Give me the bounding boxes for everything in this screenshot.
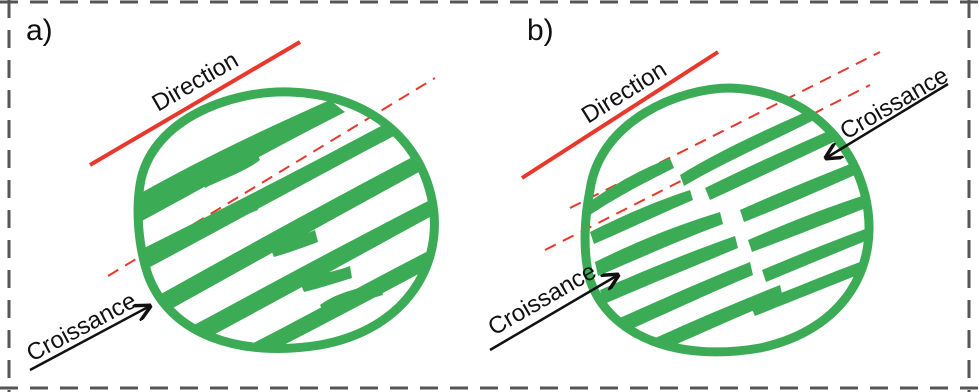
direction-guide-dashed-upper — [569, 51, 881, 209]
grain-a-outline — [133, 87, 439, 353]
grain-b-lamellae — [585, 110, 868, 352]
panel-a: a) Direction — [22, 14, 439, 372]
growth-label-lower: Croissance — [484, 258, 601, 341]
growth-label-upper: Croissance — [836, 62, 953, 145]
grain-a-lamellae — [138, 100, 435, 349]
direction-line — [88, 40, 302, 167]
grain-a — [133, 87, 439, 353]
growth-arrow-lower — [489, 275, 618, 352]
panel-b: b) Direction — [484, 14, 953, 357]
panel-b-label: b) — [527, 14, 554, 47]
panel-a-label: a) — [26, 14, 53, 47]
grain-b-outline — [580, 83, 874, 357]
direction-line — [520, 50, 720, 180]
growth-label: Croissance — [22, 287, 141, 367]
grain-b — [580, 83, 874, 357]
growth-arrow — [29, 306, 150, 372]
growth-arrow-upper — [826, 82, 949, 158]
